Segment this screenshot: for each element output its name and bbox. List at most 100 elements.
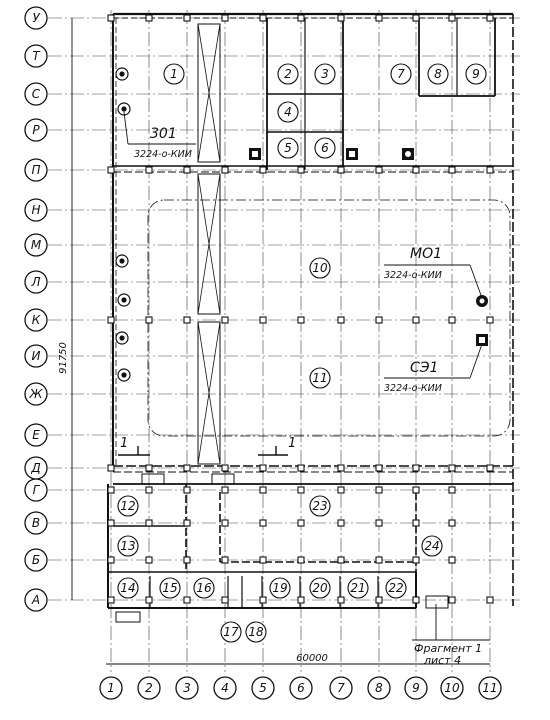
room-marker-21: 21: [347, 577, 369, 599]
column-axis-bubble-8: 8: [367, 676, 391, 700]
shaft-1: [197, 23, 221, 163]
row-axis-label-zh: Ж: [29, 387, 44, 401]
column-axis-bubble-1-circle: [99, 676, 123, 700]
room-marker-12-circle: [117, 495, 139, 517]
equipment-block-1-core: [252, 151, 258, 157]
column-k-10: [448, 316, 456, 324]
column-axis-bubble-9-circle: [404, 676, 428, 700]
room-number-8: 8: [434, 67, 442, 81]
row-axis-bubble-e-circle: [24, 423, 48, 447]
column-p-3: [183, 166, 191, 174]
room-marker-15: 15: [159, 577, 181, 599]
column-axis-bubble-4: 4: [213, 676, 237, 700]
column-axis-bubble-11: 11: [478, 676, 502, 700]
column-u-1: [107, 14, 115, 22]
column-a-3: [183, 596, 191, 604]
column-axis-label-10: 10: [444, 681, 460, 695]
room-marker-18: 18: [245, 621, 267, 643]
room-number-11: 11: [312, 371, 327, 385]
room-marker-17: 17: [220, 621, 242, 643]
column-u-3: [183, 14, 191, 22]
column-v-7: [337, 519, 345, 527]
column-a-2: [145, 596, 153, 604]
equipment-leader-1: [123, 111, 129, 145]
inlet-3-inner: [119, 258, 125, 264]
room-marker-12: 12: [117, 495, 139, 517]
room-number-5: 5: [284, 141, 292, 155]
room-number-10: 10: [312, 261, 328, 275]
row-axis-bubble-d: Д: [24, 456, 48, 480]
column-a-5: [259, 596, 267, 604]
column-a-8: [375, 596, 383, 604]
room-marker-17-circle: [220, 621, 242, 643]
room-marker-10-circle: [309, 257, 331, 279]
row-axis-bubble-zh-circle: [24, 382, 48, 406]
row-axis-label-a: А: [31, 593, 40, 607]
room-marker-24-circle: [421, 535, 443, 557]
room-marker-1-circle: [163, 63, 185, 85]
column-b-1: [107, 556, 115, 564]
column-p-2: [145, 166, 153, 174]
column-d-2: [145, 464, 153, 472]
column-v-2: [145, 519, 153, 527]
equipment-block-3-core: [479, 337, 485, 343]
room-number-9: 9: [472, 67, 480, 81]
row-axis-label-t: Т: [32, 49, 41, 63]
column-d-3: [183, 464, 191, 472]
row-axis-bubble-a: А: [24, 588, 48, 612]
section-mark-left: 1: [120, 436, 128, 451]
room-number-20: 20: [312, 581, 328, 595]
column-k-5: [259, 316, 267, 324]
column-axis-bubble-3-circle: [175, 676, 199, 700]
column-axis-label-1: 1: [107, 681, 115, 695]
room-marker-5-circle: [277, 137, 299, 159]
row-axis-bubble-k-circle: [24, 308, 48, 332]
column-g-2: [145, 486, 153, 494]
inlet-6-inner: [121, 372, 127, 378]
room-number-3: 3: [321, 67, 329, 81]
room-marker-6-circle: [314, 137, 336, 159]
room-marker-5: 5: [277, 137, 299, 159]
column-axis-bubble-9: 9: [404, 676, 428, 700]
column-axis-label-2: 2: [145, 681, 153, 695]
column-a-11: [486, 596, 494, 604]
room-marker-2-circle: [277, 63, 299, 85]
column-b-8: [375, 556, 383, 564]
room-marker-24: 24: [421, 535, 443, 557]
column-axis-label-8: 8: [375, 681, 383, 695]
row-axis-bubble-t: Т: [24, 44, 48, 68]
room-marker-14: 14: [117, 577, 139, 599]
column-axis-label-3: 3: [183, 681, 191, 695]
equipment-code-2: МО1: [410, 246, 442, 262]
row-axis-bubble-g-circle: [24, 478, 48, 502]
column-p-1: [107, 166, 115, 174]
stair-fragment: [425, 595, 449, 609]
column-v-5: [259, 519, 267, 527]
row-axis-label-r: Р: [32, 123, 40, 137]
column-p-11: [486, 166, 494, 174]
structural-columns: [107, 14, 494, 604]
room-number-22: 22: [388, 581, 403, 595]
room-marker-13: 13: [117, 535, 139, 557]
column-a-4: [221, 596, 229, 604]
stair-row-d-right: [211, 473, 235, 485]
stair-room-14: [115, 611, 141, 623]
column-d-11: [486, 464, 494, 472]
column-axis-label-5: 5: [259, 681, 267, 695]
column-axis-bubble-10-circle: [440, 676, 464, 700]
row-axis-bubble-zh: Ж: [24, 382, 48, 406]
column-axis-label-11: 11: [482, 681, 497, 695]
room-marker-10: 10: [309, 257, 331, 279]
row-axis-bubble-r: Р: [24, 118, 48, 142]
row-axis-label-g: Г: [33, 483, 41, 497]
column-a-1: [107, 596, 115, 604]
room-marker-8-circle: [427, 63, 449, 85]
row-axis-label-l: Л: [30, 275, 40, 289]
room-number-4: 4: [284, 105, 292, 119]
room-marker-4-circle: [277, 101, 299, 123]
fragment-note-line2: лист 4: [423, 654, 461, 667]
room-marker-21-circle: [347, 577, 369, 599]
